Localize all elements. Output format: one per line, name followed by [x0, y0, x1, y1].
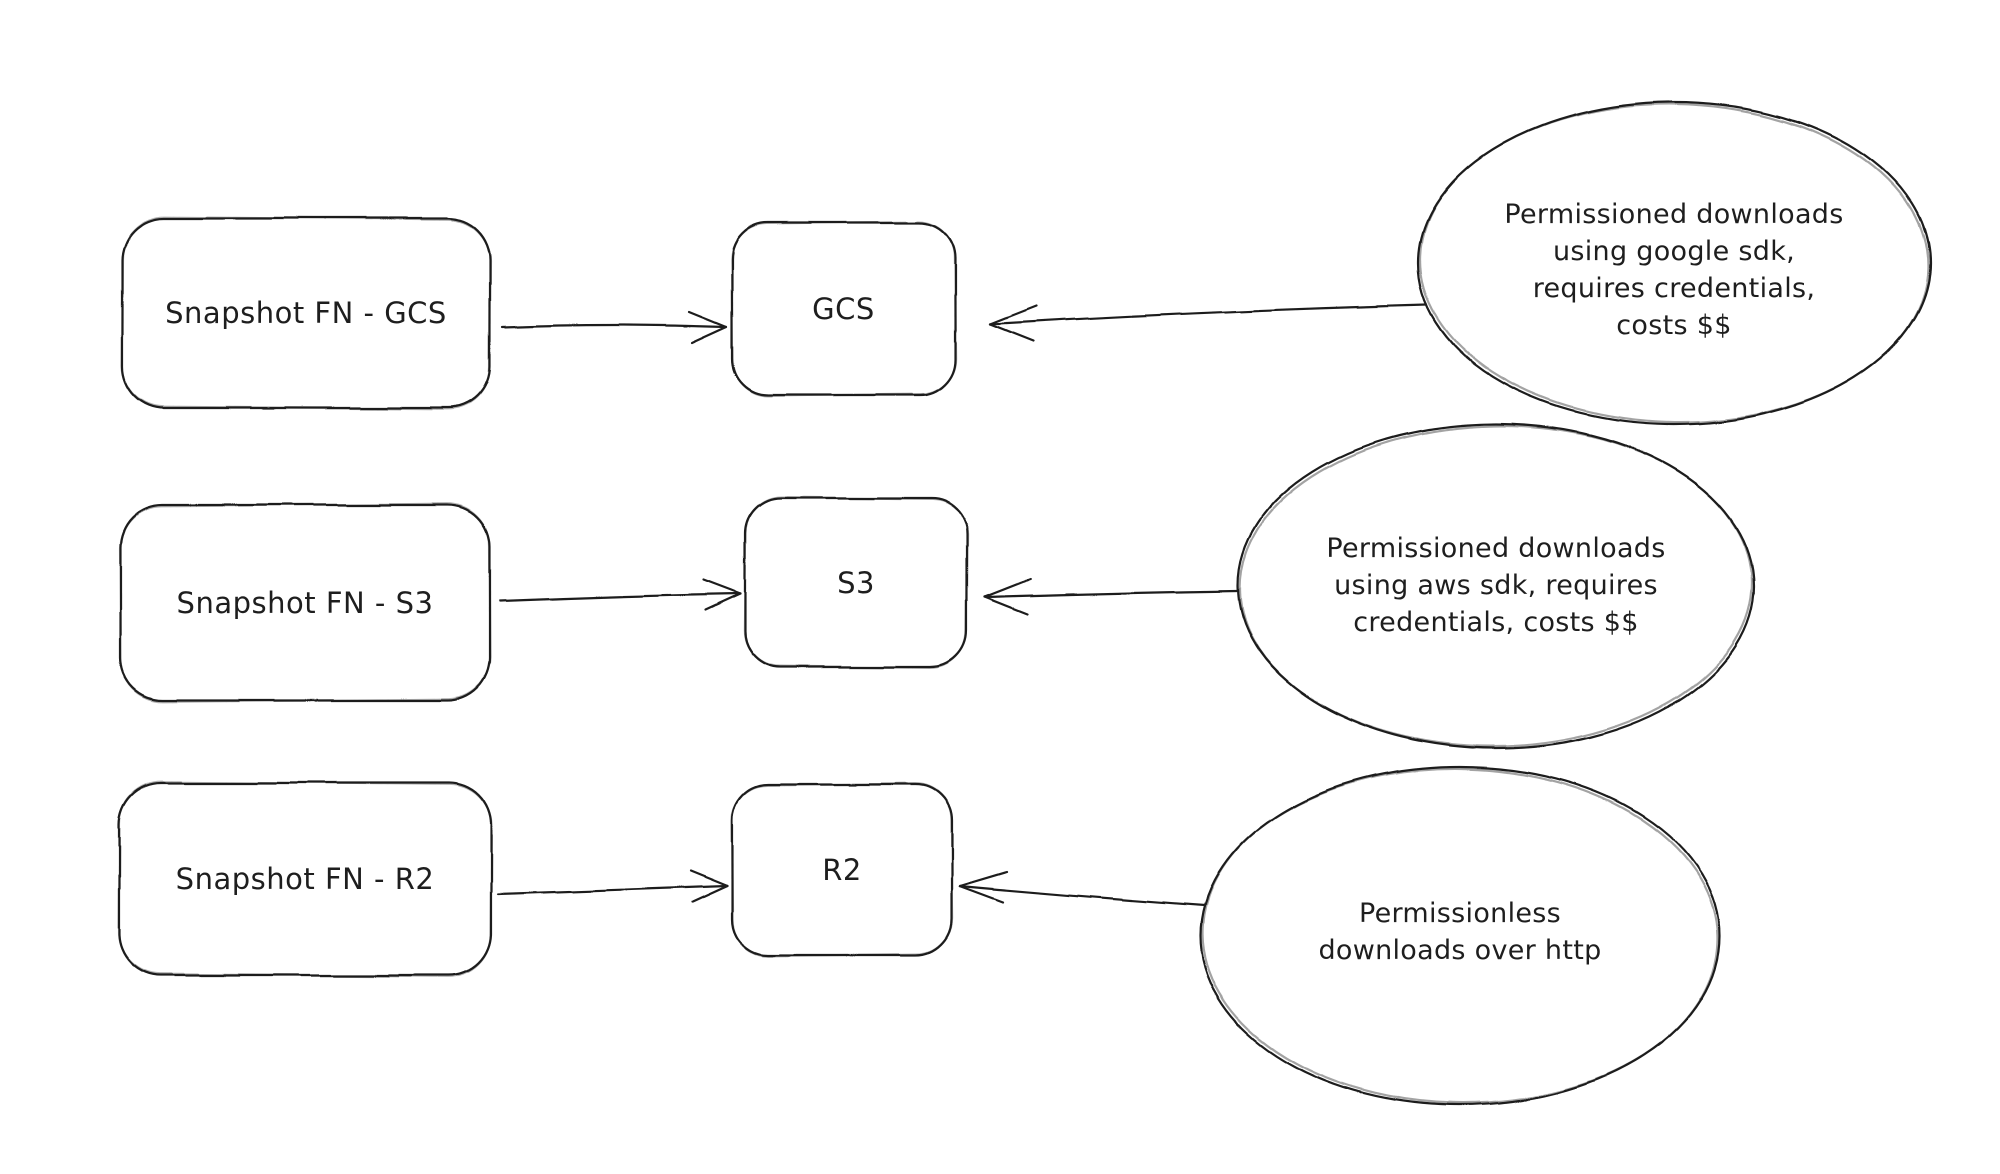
s3-label: S3	[837, 565, 875, 600]
s3-box	[743, 495, 969, 670]
arrow-snapshot-s3-to-s3	[498, 578, 742, 612]
gcs-label: GCS	[812, 292, 875, 326]
note-line: downloads over http	[1318, 935, 1602, 966]
gcs-box	[730, 220, 957, 398]
note-line: using aws sdk, requires	[1334, 570, 1658, 601]
note-line: Permissioned downloads	[1326, 533, 1666, 564]
arrow-snapshot-r2-to-r2	[496, 869, 729, 904]
arrow-note-r2-to-r2	[958, 870, 1206, 908]
note-ellipse-s3	[1236, 422, 1756, 750]
snapshot-fn-r2-label: Snapshot FN - R2	[175, 862, 435, 896]
note-gcs-text: Permissioned downloads using google sdk,…	[1424, 196, 1924, 344]
r2-box	[730, 782, 954, 958]
note-ellipse-r2	[1198, 765, 1722, 1107]
snapshot-fn-s3-label: Snapshot FN - S3	[176, 585, 434, 620]
snapshot-fn-gcs-label: Snapshot FN - GCS	[165, 296, 447, 330]
note-s3-text: Permissioned downloads using aws sdk, re…	[1246, 530, 1746, 641]
note-line: using google sdk,	[1552, 236, 1796, 267]
note-ellipse-gcs	[1416, 100, 1932, 426]
note-line: costs $$	[1616, 310, 1732, 341]
note-line: Permissionless	[1358, 898, 1562, 929]
arrow-note-gcs-to-gcs	[988, 303, 1429, 343]
snapshot-fn-gcs-box	[120, 215, 492, 411]
snapshot-fn-s3-box	[118, 502, 492, 703]
note-line: requires credentials,	[1532, 273, 1816, 304]
arrow-snapshot-gcs-to-gcs	[500, 310, 729, 345]
note-line: Permissioned downloads	[1504, 199, 1844, 230]
r2-label: R2	[822, 853, 862, 887]
note-r2-text: Permissionless downloads over http	[1210, 895, 1710, 969]
snapshot-fn-r2-box	[117, 780, 493, 978]
note-line: credentials, costs $$	[1353, 607, 1639, 638]
arrow-note-s3-to-s3	[983, 577, 1240, 616]
